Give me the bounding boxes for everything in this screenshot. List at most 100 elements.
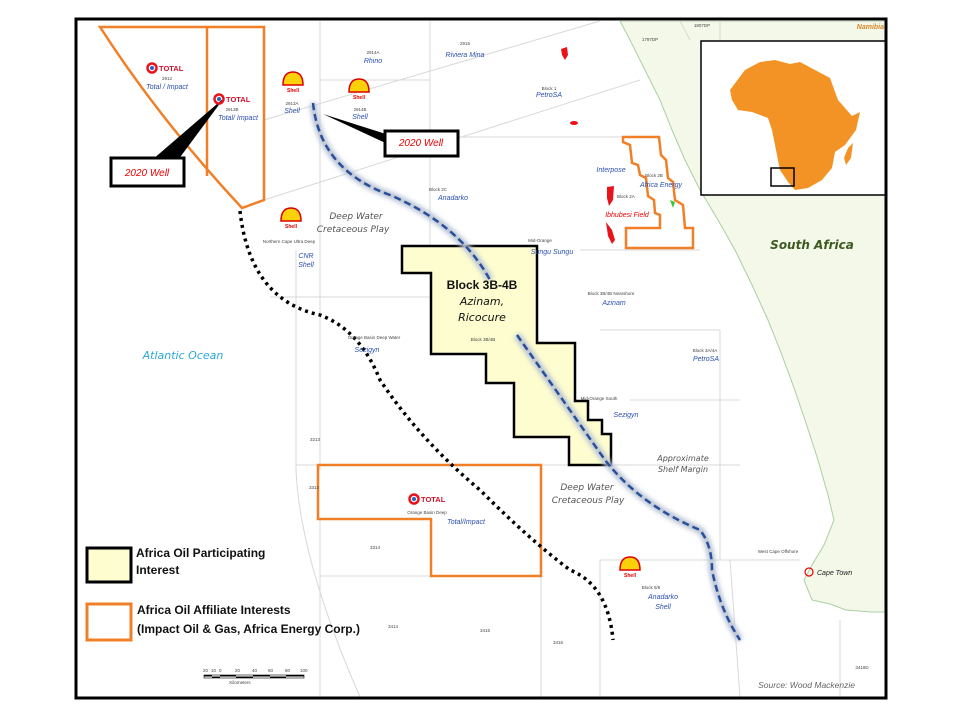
inset-location-box [770, 167, 795, 187]
svg-text:3418D: 3418D [855, 665, 869, 670]
legend-swatch-affiliate [85, 602, 133, 642]
country-label: South Africa [770, 238, 854, 252]
svg-text:2913A: 2913A [285, 101, 298, 106]
svg-text:CNR: CNR [298, 253, 313, 260]
svg-text:Block 1: Block 1 [542, 86, 557, 91]
svg-text:TOTAL: TOTAL [226, 95, 251, 104]
total-logo-icon: TOTAL [408, 493, 446, 505]
callout-2020-well-left: 2020 Well [109, 98, 224, 188]
green-field [670, 200, 675, 208]
shelf-margin-lines [309, 102, 743, 642]
svg-text:Orange Basin Deep Water: Orange Basin Deep Water [348, 335, 401, 340]
total-logo-icon: TOTAL [146, 62, 184, 74]
svg-text:Africa Oil Affiliate Interests: Africa Oil Affiliate Interests [137, 603, 291, 617]
svg-text:20: 20 [203, 668, 209, 673]
svg-text:Interest: Interest [136, 563, 179, 577]
svg-text:Africa Energy: Africa Energy [639, 182, 683, 189]
callout-2020-well-right: 2020 Well [323, 114, 460, 158]
svg-text:2913B: 2913B [225, 107, 238, 112]
svg-text:2912: 2912 [162, 76, 173, 81]
africa-inset-map [700, 40, 885, 196]
svg-text:Shell: Shell [353, 95, 366, 101]
gas-fields [561, 47, 615, 244]
focus-block-operators: Ricocure [458, 311, 506, 324]
svg-text:Orange Basin Deep: Orange Basin Deep [407, 510, 447, 515]
svg-text:Rhino: Rhino [364, 58, 382, 65]
svg-text:0: 0 [219, 668, 222, 673]
svg-text:1797DP: 1797DP [642, 37, 658, 42]
city-icon [804, 567, 814, 577]
block-orange-basin-deep[interactable] [316, 463, 543, 578]
svg-text:40: 40 [252, 668, 258, 673]
shelf-margin-label: Shelf Margin [658, 465, 708, 474]
map-frame [74, 17, 888, 700]
svg-text:Sezigyn: Sezigyn [355, 347, 380, 354]
svg-text:Cape Town: Cape Town [817, 570, 852, 577]
svg-text:Block 3A/4A: Block 3A/4A [693, 348, 718, 353]
svg-text:60: 60 [268, 668, 274, 673]
svg-text:2020 Well: 2020 Well [398, 138, 444, 149]
svg-text:3213: 3213 [310, 437, 321, 442]
svg-text:10: 10 [211, 668, 217, 673]
svg-text:Anadarko: Anadarko [437, 195, 468, 202]
svg-text:Block 2B: Block 2B [645, 173, 663, 178]
play-boundary-dotted [238, 210, 615, 641]
svg-text:100: 100 [300, 668, 308, 673]
svg-text:Mid-Orange: Mid-Orange [528, 238, 552, 243]
total-logo-icon: TOTAL [213, 93, 251, 105]
shell-logo-icon: Shell [619, 556, 641, 579]
neighbor-label: Namibia [857, 24, 884, 31]
svg-text:3415: 3415 [480, 628, 491, 633]
svg-text:Shell: Shell [298, 262, 314, 269]
shell-logo-icon: Shell [348, 78, 370, 101]
svg-text:80: 80 [285, 668, 291, 673]
svg-text:3414: 3414 [388, 624, 399, 629]
focus-block-operators: Azinam, [459, 295, 504, 308]
svg-text:2914A: 2914A [366, 50, 379, 55]
legend-swatch-participating [85, 546, 133, 584]
svg-text:Block 5/6: Block 5/6 [642, 585, 661, 590]
source-label: Source: Wood Mackenzie [758, 680, 855, 690]
svg-text:Sungu Sungu: Sungu Sungu [531, 249, 574, 256]
svg-text:Total / Impact: Total / Impact [146, 84, 189, 91]
svg-text:Northern Cape Ultra Deep: Northern Cape Ultra Deep [263, 239, 316, 244]
svg-text:Kilometers: Kilometers [229, 680, 251, 685]
africa-shape [730, 60, 860, 190]
svg-text:Block 3B/4B Nearshore: Block 3B/4B Nearshore [588, 291, 635, 296]
svg-text:Total/ Impact: Total/ Impact [218, 115, 259, 122]
svg-text:Azinam: Azinam [601, 300, 626, 307]
block-2912-2913b-outline[interactable] [97, 25, 266, 210]
svg-text:2914B: 2914B [353, 107, 366, 112]
svg-text:Riviera Mina: Riviera Mina [446, 52, 485, 59]
svg-text:West Cape Offshore: West Cape Offshore [758, 549, 799, 554]
svg-text:20: 20 [235, 668, 241, 673]
ocean-label: Atlantic Ocean [142, 349, 224, 362]
svg-text:Shell: Shell [287, 88, 300, 94]
city-marker: Cape Town [804, 567, 852, 577]
shell-logo-icon: Shell [280, 207, 302, 230]
svg-text:1807DP: 1807DP [694, 23, 710, 28]
svg-text:Shell: Shell [352, 114, 368, 121]
svg-text:Mid-Orange South: Mid-Orange South [581, 396, 618, 401]
svg-text:Shell: Shell [624, 573, 637, 579]
svg-text:3416: 3416 [553, 640, 564, 645]
scale-bar: 20 10 0 20 40 60 80 100 Kilometers [203, 668, 308, 685]
svg-text:2020 Well: 2020 Well [124, 168, 170, 179]
svg-text:PetroSA: PetroSA [536, 92, 562, 99]
svg-text:(Impact Oil & Gas, Africa Ener: (Impact Oil & Gas, Africa Energy Corp.) [137, 622, 360, 636]
block-2b[interactable] [621, 135, 695, 250]
svg-text:2915: 2915 [460, 41, 471, 46]
svg-text:Shell: Shell [655, 604, 671, 611]
play-label: Deep Water [329, 212, 384, 222]
svg-text:Interpose: Interpose [596, 167, 625, 174]
svg-text:Anadarko: Anadarko [647, 594, 678, 601]
svg-text:Shell: Shell [285, 224, 298, 230]
svg-text:Block 2A: Block 2A [617, 194, 635, 199]
svg-text:Shell: Shell [284, 108, 300, 115]
svg-text:TOTAL: TOTAL [159, 64, 184, 73]
play-label: Cretaceous Play [552, 496, 625, 506]
play-label: Cretaceous Play [317, 225, 390, 235]
play-label: Deep Water [560, 483, 615, 493]
shell-logo-icon: Shell [282, 71, 304, 94]
